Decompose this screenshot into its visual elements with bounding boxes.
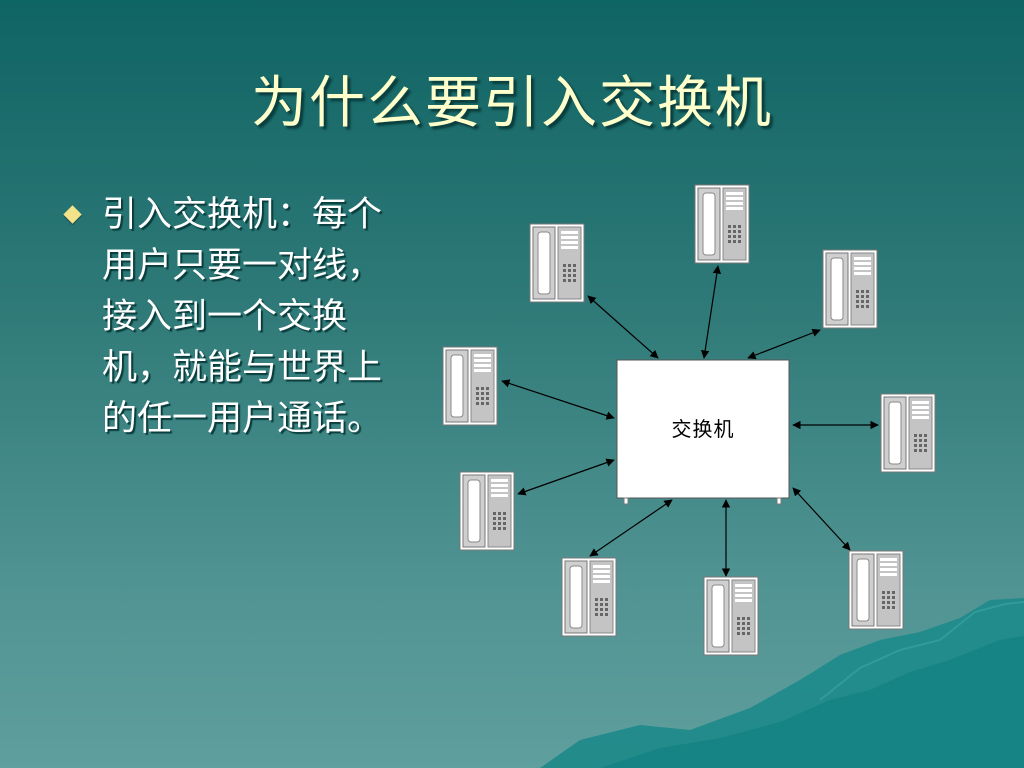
telephone-icon: [848, 550, 904, 630]
telephone-icon: [880, 393, 936, 473]
telephone-icon: [694, 184, 750, 264]
telephone-icon: [703, 576, 759, 656]
telephone-icon: [442, 346, 498, 426]
link-phone-4: [501, 379, 615, 420]
telephone-icon: [459, 471, 515, 551]
link-phone-7: [589, 499, 673, 557]
switch-label: 交换机: [671, 417, 735, 441]
link-phone-6: [517, 458, 615, 496]
bullet-text: 引入交换机：每个用户只要一对线，接入到一个交换机，就能与世界上的任一用户通话。: [102, 195, 383, 439]
telephone-icon: [561, 557, 617, 637]
link-phone-2: [700, 265, 722, 359]
link-phone-1: [587, 295, 659, 359]
link-phone-3: [747, 328, 821, 360]
slide-title: 为什么要引入交换机: [251, 71, 773, 136]
telephone-icon: [529, 223, 585, 303]
telephone-icon: [822, 249, 878, 329]
link-phone-9: [792, 487, 851, 551]
